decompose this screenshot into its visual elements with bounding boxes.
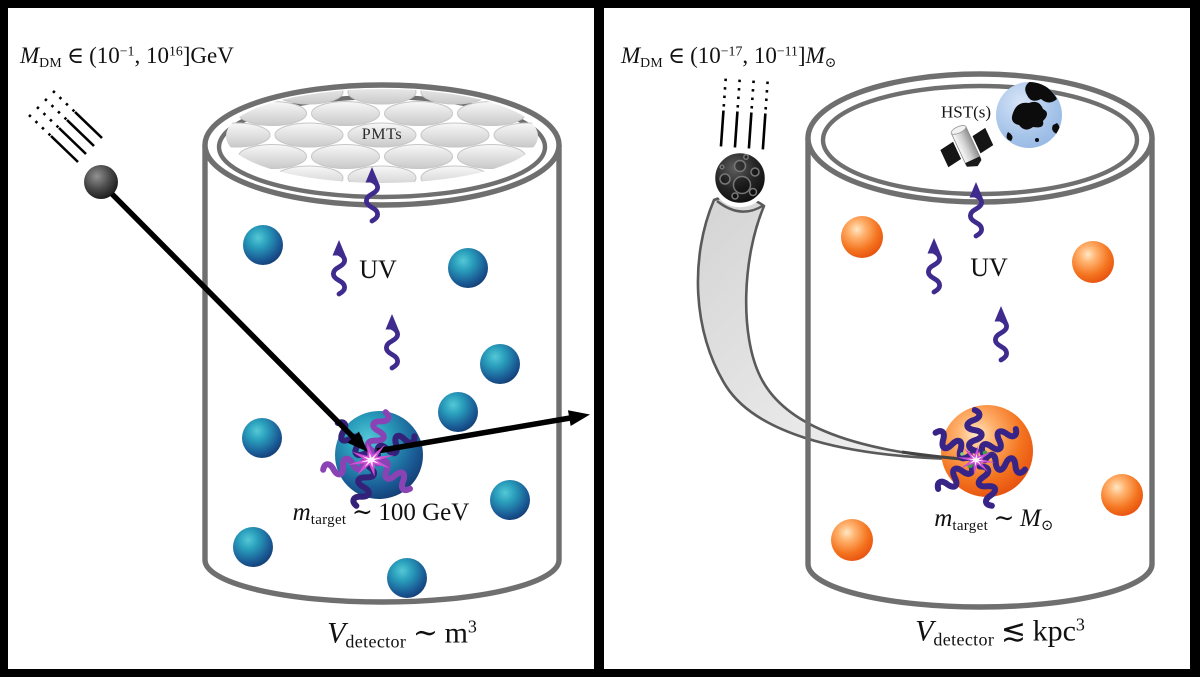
uv-label: UV	[359, 255, 397, 284]
pmts-label: PMTs	[361, 126, 403, 143]
dm-blob-trail-icon	[719, 78, 769, 150]
lab-detector-panel: MDM∈(10−1, 1016]GeV PMTs UV mtarget∼100 …	[8, 8, 594, 669]
gravitational-wake-swath	[696, 194, 958, 461]
incoming-trajectory-arrow	[110, 192, 368, 452]
scattered-trajectory-arrow	[376, 410, 590, 454]
mass-range-label: MDM∈(10−17, 10−11]M⊙	[621, 43, 837, 70]
dm-particle-icon	[84, 165, 118, 199]
collision-burst-icon	[956, 445, 996, 475]
uv-label: UV	[970, 253, 1008, 282]
detector-volume-label: Vdetector≲kpc3	[915, 614, 1085, 650]
hst-satellite-icon	[940, 125, 994, 168]
astro-detector-panel: MDM∈(10−17, 10−11]M⊙ HST(s) UV mtarget∼M…	[604, 8, 1190, 669]
target-atoms	[233, 225, 530, 598]
target-stars	[831, 216, 1143, 561]
detector-volume-label: Vdetector∼m3	[327, 616, 477, 652]
earth-icon	[996, 82, 1062, 148]
astro-detector-illustration	[696, 71, 1155, 610]
lab-detector-illustration	[28, 82, 590, 605]
dm-blob-icon	[710, 148, 770, 208]
target-mass-label: mtarget∼M⊙	[934, 504, 1054, 535]
target-mass-label: mtarget∼100 GeV	[292, 498, 470, 529]
dm-blob-craters	[719, 154, 760, 200]
collision-burst-icon	[347, 443, 395, 477]
hst-label: HST(s)	[940, 102, 992, 122]
mass-range-label: MDM∈(10−1, 1016]GeV	[20, 43, 234, 70]
dm-trail-icon	[28, 90, 103, 163]
wake-start-arc	[716, 200, 765, 213]
